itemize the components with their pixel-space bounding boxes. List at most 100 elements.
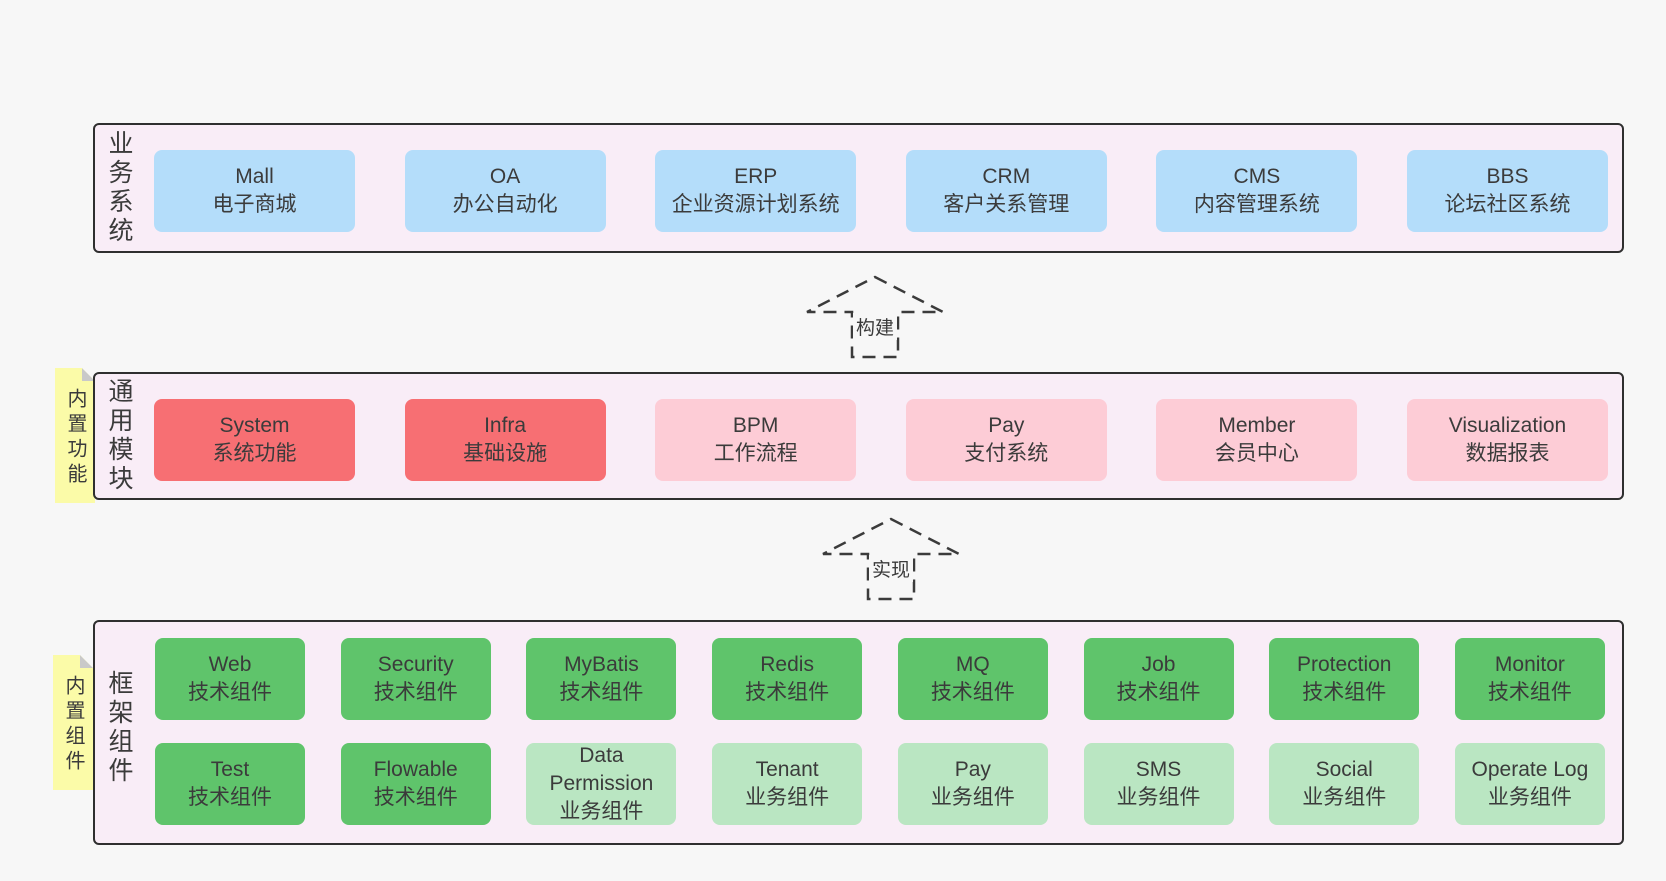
- box-subtitle: 技术组件: [188, 681, 272, 704]
- box-subtitle: 内容管理系统: [1193, 193, 1320, 216]
- box-title: Pay: [954, 758, 991, 782]
- box-subtitle: 业务组件: [1487, 786, 1572, 809]
- box-subtitle: 客户关系管理: [943, 193, 1070, 216]
- box-web: Web 技术组件: [155, 638, 305, 720]
- box-title: Mall: [235, 165, 274, 189]
- box-subtitle: 系统功能: [212, 442, 297, 465]
- box-title: Test: [210, 758, 250, 782]
- box-title: Monitor: [1494, 653, 1565, 677]
- box-title: Social: [1315, 758, 1373, 782]
- box-operate-log: Operate Log 业务组件: [1454, 743, 1605, 825]
- box-subtitle: 技术组件: [373, 681, 458, 704]
- box-data-permission: Data Permission 业务组件: [526, 743, 677, 825]
- box-title: SMS: [1135, 758, 1182, 782]
- framework-box-row-1: Web 技术组件 Security 技术组件 MyBatis 技术组件 Redi…: [155, 638, 1605, 720]
- box-title: Job: [1141, 653, 1176, 677]
- box-infra: Infra 基础设施: [404, 399, 606, 481]
- note-label: 内置组件: [62, 675, 84, 776]
- box-title: Redis: [760, 653, 814, 677]
- box-subtitle: 技术组件: [1302, 681, 1387, 704]
- box-subtitle: 企业资源计划系统: [671, 193, 840, 216]
- box-job: Job 技术组件: [1083, 638, 1234, 720]
- box-title: Security: [377, 653, 454, 677]
- modules-section-label: 通用模块: [105, 378, 133, 494]
- box-subtitle: 支付系统: [964, 442, 1049, 465]
- arrow-implement: 实现: [819, 516, 963, 602]
- box-title: MyBatis: [564, 653, 639, 677]
- box-bpm: BPM 工作流程: [655, 399, 857, 481]
- box-cms: CMS 内容管理系统: [1156, 150, 1358, 232]
- box-title: Data Permission: [549, 744, 654, 796]
- box-erp: ERP 企业资源计划系统: [655, 150, 857, 232]
- box-visualization: Visualization 数据报表: [1406, 399, 1608, 481]
- box-title: CRM: [982, 165, 1031, 189]
- box-member: Member 会员中心: [1156, 399, 1358, 481]
- folded-corner-icon: [82, 368, 95, 381]
- box-monitor: Monitor 技术组件: [1454, 638, 1605, 720]
- box-subtitle: 工作流程: [713, 442, 798, 465]
- note-label: 内置功能: [64, 388, 86, 489]
- box-flowable: Flowable 技术组件: [340, 743, 491, 825]
- modules-box-row: System 系统功能 Infra 基础设施 BPM 工作流程 Pay 支付系统…: [154, 399, 1608, 481]
- box-subtitle: 会员中心: [1214, 442, 1299, 465]
- box-bbs: BBS 论坛社区系统: [1406, 150, 1608, 232]
- box-redis: Redis 技术组件: [712, 638, 863, 720]
- box-mq: MQ 技术组件: [897, 638, 1048, 720]
- box-title: Tenant: [755, 758, 819, 782]
- section-framework-components: 框架组件 Web 技术组件 Security 技术组件 MyBatis 技术组件…: [93, 620, 1624, 845]
- box-subtitle: 技术组件: [188, 786, 272, 809]
- box-subtitle: 业务组件: [930, 786, 1015, 809]
- box-crm: CRM 客户关系管理: [905, 150, 1107, 232]
- folded-corner-icon: [80, 655, 93, 668]
- note-built-in-features: 内置功能: [55, 368, 95, 503]
- box-title: BPM: [732, 414, 779, 438]
- box-title: Member: [1218, 414, 1296, 438]
- framework-section-label: 框架组件: [105, 670, 133, 787]
- box-pay-module: Pay 支付系统: [905, 399, 1107, 481]
- box-protection: Protection 技术组件: [1269, 638, 1420, 720]
- box-subtitle: 论坛社区系统: [1444, 193, 1571, 216]
- box-subtitle: 基础设施: [463, 442, 548, 465]
- box-subtitle: 数据报表: [1465, 442, 1550, 465]
- box-test: Test 技术组件: [155, 743, 305, 825]
- box-subtitle: 技术组件: [1116, 681, 1201, 704]
- box-security: Security 技术组件: [340, 638, 491, 720]
- box-title: Flowable: [373, 758, 458, 782]
- section-business-systems: 业务系统 Mall 电子商城 OA 办公自动化 ERP 企业资源计划系统 CRM…: [93, 123, 1624, 253]
- arrow-build: 构建: [803, 274, 947, 360]
- box-tenant: Tenant 业务组件: [712, 743, 863, 825]
- box-mybatis: MyBatis 技术组件: [526, 638, 677, 720]
- business-section-label: 业务系统: [105, 130, 133, 246]
- box-title: System: [219, 414, 290, 438]
- box-title: CMS: [1233, 165, 1281, 189]
- box-social: Social 业务组件: [1269, 743, 1420, 825]
- box-mall: Mall 电子商城: [154, 150, 355, 232]
- box-title: Visualization: [1448, 414, 1567, 438]
- box-subtitle: 电子商城: [212, 193, 297, 216]
- box-subtitle: 技术组件: [373, 786, 458, 809]
- box-system: System 系统功能: [154, 399, 355, 481]
- box-subtitle: 业务组件: [1116, 786, 1201, 809]
- box-title: Web: [208, 653, 252, 677]
- arrow-implement-label: 实现: [868, 555, 914, 582]
- arrow-build-label: 构建: [852, 313, 898, 340]
- box-subtitle: 技术组件: [1487, 681, 1572, 704]
- box-subtitle: 技术组件: [559, 681, 644, 704]
- box-title: OA: [489, 165, 521, 189]
- box-subtitle: 业务组件: [745, 786, 830, 809]
- box-subtitle: 业务组件: [1302, 786, 1387, 809]
- box-title: MQ: [955, 653, 990, 677]
- note-built-in-components: 内置组件: [53, 655, 93, 790]
- box-title: Infra: [484, 414, 527, 438]
- box-title: Pay: [988, 414, 1025, 438]
- box-subtitle: 办公自动化: [452, 193, 558, 216]
- box-sms: SMS 业务组件: [1083, 743, 1234, 825]
- business-box-row: Mall 电子商城 OA 办公自动化 ERP 企业资源计划系统 CRM 客户关系…: [154, 150, 1608, 232]
- box-subtitle: 技术组件: [745, 681, 830, 704]
- box-title: Protection: [1296, 653, 1392, 677]
- box-subtitle: 业务组件: [559, 799, 644, 823]
- section-common-modules: 通用模块 System 系统功能 Infra 基础设施 BPM 工作流程 Pay…: [93, 372, 1624, 500]
- box-subtitle: 技术组件: [930, 681, 1015, 704]
- box-pay-component: Pay 业务组件: [897, 743, 1048, 825]
